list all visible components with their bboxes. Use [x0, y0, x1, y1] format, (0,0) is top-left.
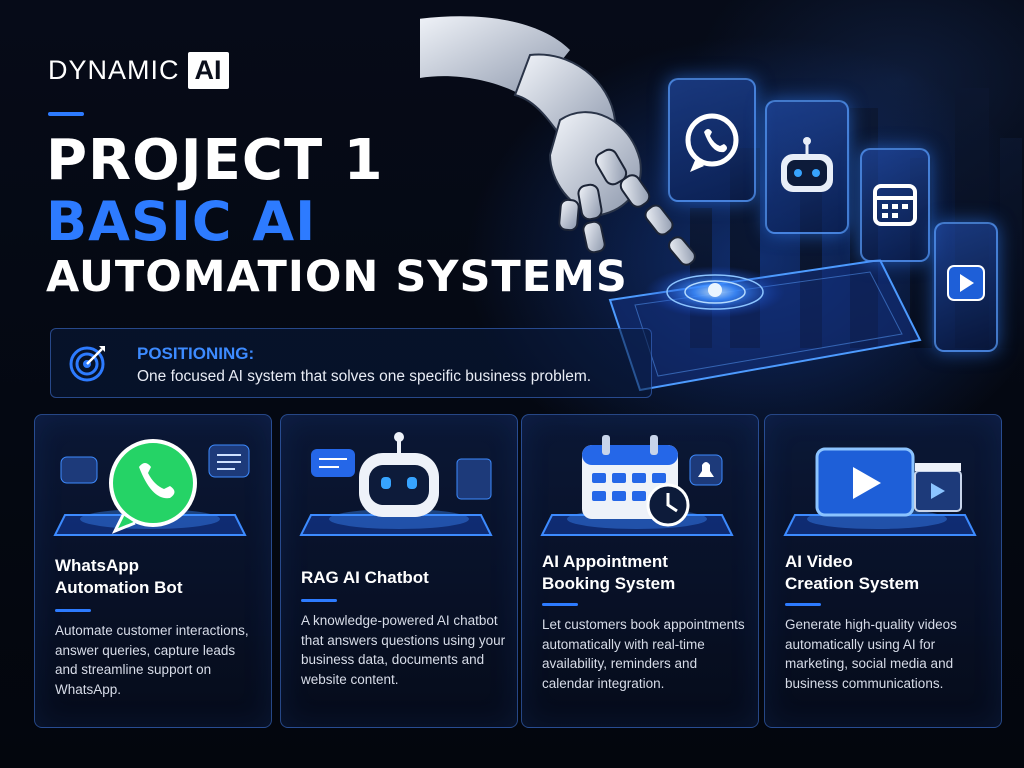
card-title: AI Appointment Booking System: [542, 552, 676, 593]
card-description: Automate customer interactions, answer q…: [55, 623, 249, 697]
title-line-3: AUTOMATION SYSTEMS: [46, 252, 628, 302]
card-accent-line: [55, 609, 91, 612]
card-video-creation: AI Video Creation System Generate high-q…: [764, 414, 1002, 728]
robot-hand-illustration: [410, 16, 922, 392]
brand-box: AI: [187, 52, 229, 89]
robot-icon: [765, 100, 849, 234]
title-line-1: PROJECT 1: [46, 128, 384, 193]
card-whatsapp: WhatsApp Automation Bot Automate custome…: [34, 414, 272, 728]
whatsapp-icon: [668, 78, 756, 202]
card-description: Let customers book appointments automati…: [542, 617, 745, 691]
video-play-icon: [783, 447, 977, 536]
brand-word: DYNAMIC: [48, 55, 180, 85]
hero-illustration: [410, 0, 1024, 420]
positioning-box: POSITIONING: One focused AI system that …: [50, 328, 652, 398]
card-title: AI Video Creation System: [785, 552, 920, 593]
card-accent-line: [542, 603, 578, 606]
card-accent-line: [785, 603, 821, 606]
card-description: Generate high-quality videos automatical…: [785, 617, 957, 691]
card-title: RAG AI Chatbot: [301, 568, 429, 587]
positioning-label: POSITIONING:: [137, 344, 255, 363]
card-title: WhatsApp Automation Bot: [55, 556, 183, 597]
card-description: A knowledge-powered AI chatbot that answ…: [301, 613, 506, 687]
play-icon: [934, 222, 998, 352]
whatsapp-icon: [53, 439, 250, 536]
title-line-2: BASIC AI: [46, 190, 317, 253]
calendar-icon: [540, 435, 734, 536]
card-rag-chatbot: RAG AI Chatbot A knowledge-powered AI ch…: [280, 414, 518, 728]
calendar-icon: [860, 148, 930, 262]
card-accent-line: [301, 599, 337, 602]
card-appointment-booking: AI Appointment Booking System Let custom…: [521, 414, 759, 728]
target-icon: [69, 346, 105, 382]
robot-icon: [299, 432, 493, 536]
positioning-text: One focused AI system that solves one sp…: [137, 368, 592, 385]
title-accent-line: [48, 112, 84, 116]
brand-logo: DYNAMIC AI: [48, 52, 229, 89]
